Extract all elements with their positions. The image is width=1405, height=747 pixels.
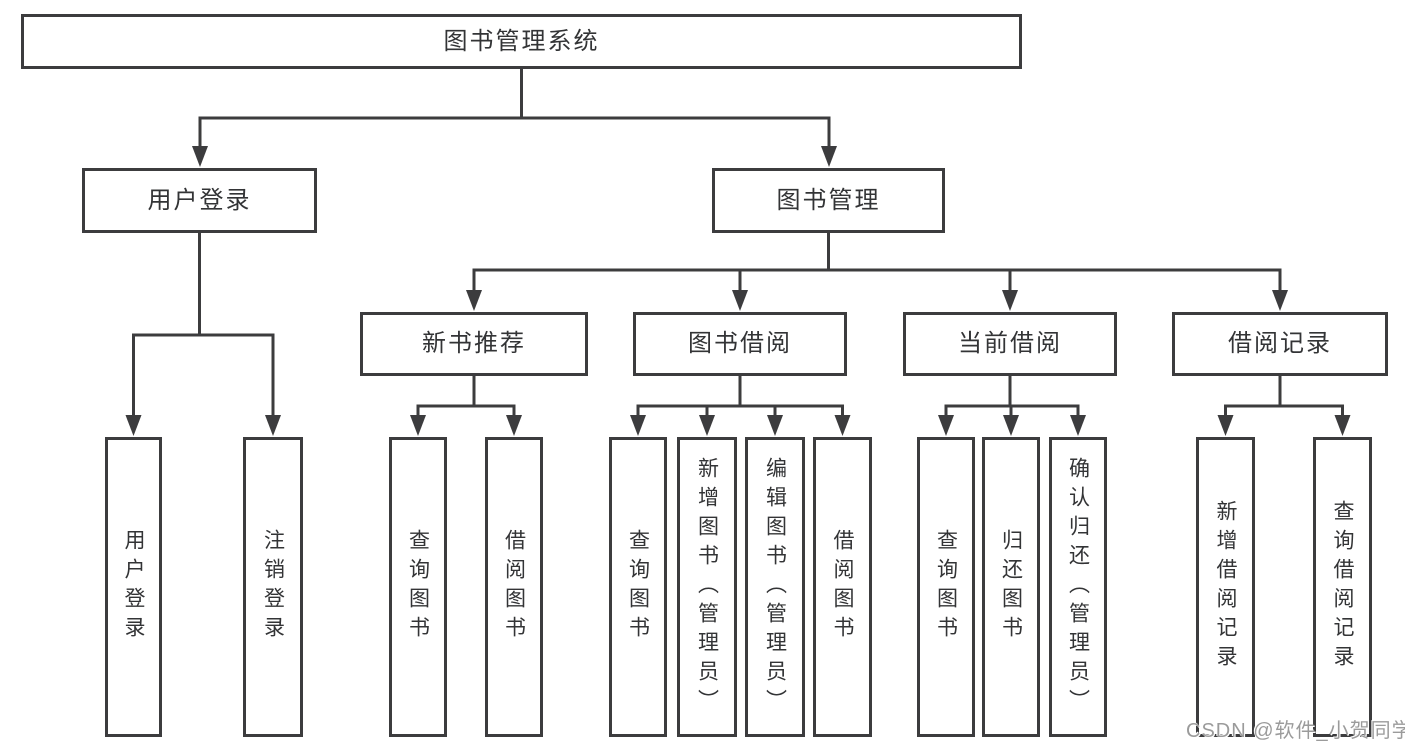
node-book-management-label: 图书管理 <box>776 186 881 214</box>
leaf-query-borrow-record-label: 查询借阅记录 <box>1331 500 1355 674</box>
node-borrowing-records-label: 借阅记录 <box>1228 330 1332 357</box>
leaf-confirm-return-admin-label: 确认归还（管理员） <box>1066 456 1090 718</box>
leaf-user-login-label: 用户登录 <box>122 529 146 645</box>
node-book-borrowing: 图书借阅 <box>633 312 847 376</box>
leaf-add-borrow-record: 新增借阅记录 <box>1196 437 1255 737</box>
leaf-borrow-books-newrec: 借阅图书 <box>485 437 543 737</box>
node-book-management: 图书管理 <box>712 168 945 233</box>
leaf-borrow-books-borrowing: 借阅图书 <box>813 437 872 737</box>
node-current-borrowing-label: 当前借阅 <box>958 330 1062 357</box>
node-new-book-recommend-label: 新书推荐 <box>422 330 526 357</box>
arrowheads <box>125 146 1351 436</box>
node-book-borrowing-label: 图书借阅 <box>688 330 792 357</box>
leaf-add-books-admin: 新增图书（管理员） <box>677 437 737 737</box>
leaf-query-books-current-label: 查询图书 <box>934 529 958 645</box>
node-user-login-label: 用户登录 <box>147 186 252 214</box>
node-borrowing-records: 借阅记录 <box>1172 312 1388 376</box>
leaf-confirm-return-admin: 确认归还（管理员） <box>1049 437 1107 737</box>
node-root: 图书管理系统 <box>21 14 1022 69</box>
leaf-logout-label: 注销登录 <box>261 529 285 645</box>
leaf-edit-books-admin: 编辑图书（管理员） <box>745 437 805 737</box>
leaf-borrow-books-newrec-label: 借阅图书 <box>502 529 526 645</box>
watermark: CSDN @软件_小贺同学 <box>1186 720 1405 742</box>
leaf-return-books: 归还图书 <box>982 437 1040 737</box>
leaf-query-books-newrec: 查询图书 <box>389 437 447 737</box>
leaf-query-books-borrowing: 查询图书 <box>609 437 667 737</box>
leaf-return-books-label: 归还图书 <box>999 529 1023 645</box>
leaf-borrow-books-borrowing-label: 借阅图书 <box>831 529 855 645</box>
node-user-login: 用户登录 <box>82 168 317 233</box>
node-current-borrowing: 当前借阅 <box>903 312 1117 376</box>
leaf-add-borrow-record-label: 新增借阅记录 <box>1214 500 1238 674</box>
leaf-query-books-borrowing-label: 查询图书 <box>626 529 650 645</box>
leaf-query-books-newrec-label: 查询图书 <box>406 529 430 645</box>
node-root-label: 图书管理系统 <box>443 27 600 55</box>
leaf-query-books-current: 查询图书 <box>917 437 975 737</box>
leaf-logout: 注销登录 <box>243 437 303 737</box>
leaf-query-borrow-record: 查询借阅记录 <box>1313 437 1372 737</box>
leaf-edit-books-admin-label: 编辑图书（管理员） <box>763 456 787 718</box>
leaf-user-login: 用户登录 <box>105 437 162 737</box>
node-new-book-recommend: 新书推荐 <box>360 312 588 376</box>
leaf-add-books-admin-label: 新增图书（管理员） <box>695 456 719 718</box>
